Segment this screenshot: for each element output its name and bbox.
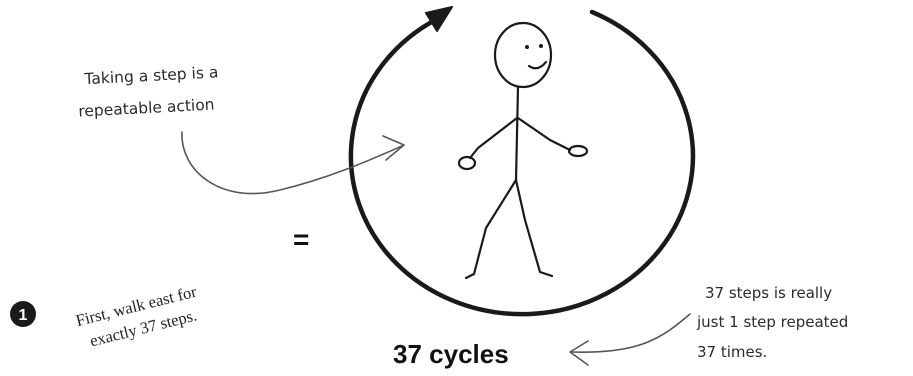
- stick-figure-front-leg: [516, 180, 552, 276]
- stick-figure-back-leg: [466, 180, 516, 278]
- stick-figure: [459, 23, 587, 278]
- repeat-note-arrow: [570, 314, 690, 365]
- cycle-arrowhead: [426, 7, 452, 31]
- stick-figure-body: [516, 87, 518, 180]
- stick-figure-smile: [529, 62, 546, 68]
- step-number: 1: [19, 307, 28, 324]
- repeat-note-line2: just 1 step repeated: [696, 313, 848, 331]
- stick-figure-right-eye: [539, 44, 543, 48]
- stick-figure-left-eye: [525, 45, 529, 49]
- stick-figure-head: [495, 23, 551, 87]
- cycle-circle: [351, 7, 693, 314]
- repeat-note-line1: 37 steps is really: [705, 284, 832, 302]
- cycles-label: 37 cycles: [393, 339, 509, 369]
- step-note-arrow: [182, 132, 404, 194]
- stick-figure-back-arm: [470, 118, 517, 158]
- step-note-line1: Taking a step is a: [83, 63, 219, 88]
- instruction-block: 1 First, walk east for exactly 37 steps.: [10, 282, 199, 351]
- repeat-note-line3: 37 times.: [697, 343, 767, 361]
- stick-figure-front-hand: [569, 146, 587, 156]
- equals-sign: =: [293, 224, 309, 255]
- step-note-line2: repeatable action: [78, 95, 215, 120]
- stick-figure-back-hand: [459, 157, 475, 169]
- stick-figure-front-arm: [518, 118, 570, 150]
